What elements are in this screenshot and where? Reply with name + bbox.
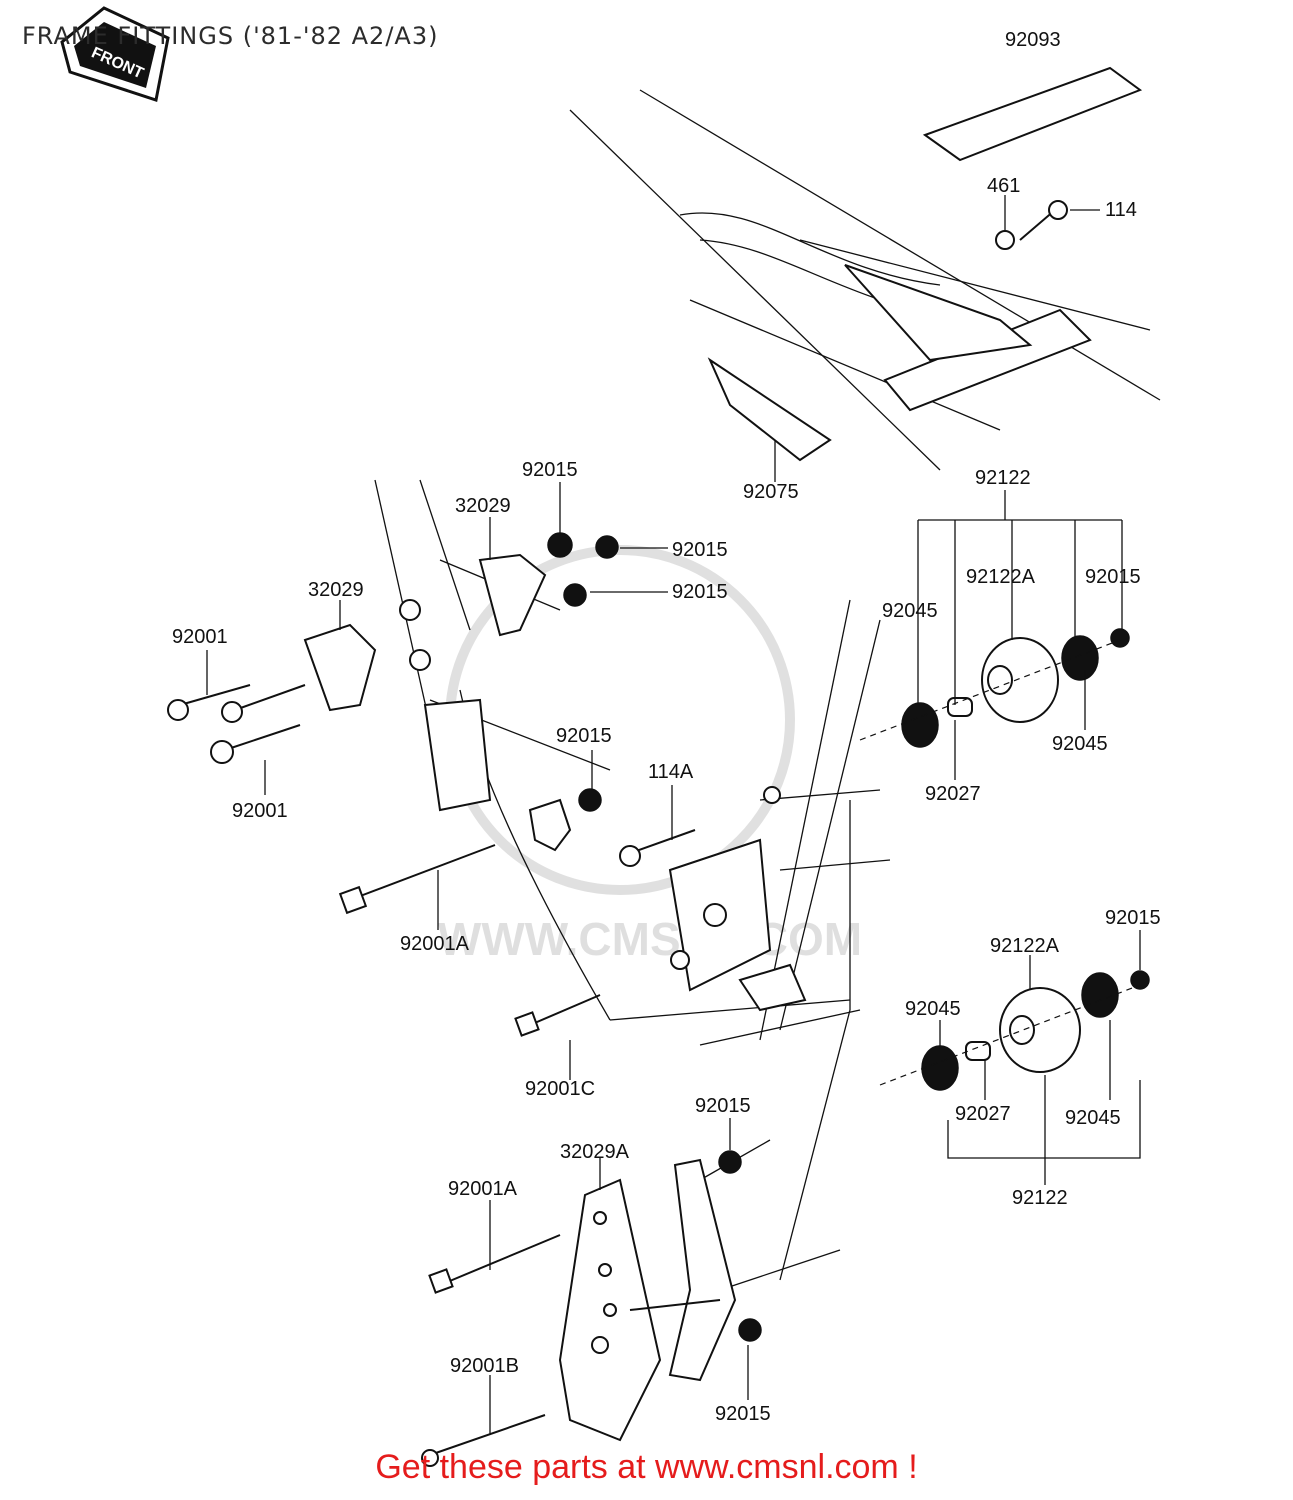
part-label: 92015 <box>695 1095 751 1117</box>
part-label: 32029A <box>560 1141 630 1163</box>
part-label: 92093 <box>1005 29 1061 51</box>
part-label: 92001B <box>450 1355 519 1377</box>
rubber-mounts <box>859 628 1150 1091</box>
page-title: FRAME FITTINGS ('81-'82 A2/A3) <box>22 22 439 50</box>
engine-mount-brackets <box>303 532 619 812</box>
part-label: 32029 <box>455 495 511 517</box>
part-label: 92015 <box>672 581 728 603</box>
part-label: 92045 <box>1052 733 1108 755</box>
bolts <box>167 684 696 1467</box>
part-label: 114A <box>648 761 694 783</box>
part-label: 92122 <box>1012 1187 1068 1209</box>
part-label: 92027 <box>955 1103 1011 1125</box>
part-label: 92015 <box>672 539 728 561</box>
part-labels: 92093 461 114 92075 92122 92015 32029 92… <box>172 29 1161 1425</box>
part-label: 92045 <box>905 998 961 1020</box>
part-label: 92001A <box>448 1178 518 1200</box>
footer-link-container: Get these parts at www.cmsnl.com ! <box>0 1448 1293 1487</box>
part-label: 92027 <box>925 783 981 805</box>
part-label: 92001 <box>172 626 228 648</box>
part-label: 92001 <box>232 800 288 822</box>
lower-bracket <box>558 1150 762 1442</box>
frame-gusset <box>528 786 807 1012</box>
watermark: WWW.CMSNL.COM <box>438 545 862 965</box>
part-label: 114 <box>1105 199 1137 221</box>
footer-link[interactable]: Get these parts at www.cmsnl.com ! <box>375 1448 918 1486</box>
part-label: 92122 <box>975 467 1031 489</box>
part-label: 92015 <box>1105 907 1161 929</box>
part-label: 92001C <box>525 1078 595 1100</box>
part-label: 92045 <box>1065 1107 1121 1129</box>
part-label: 32029 <box>308 579 364 601</box>
upper-parts <box>707 66 1143 462</box>
front-direction-badge: FRONT <box>60 6 170 102</box>
part-label: 92015 <box>522 459 578 481</box>
part-label: 92122A <box>990 935 1060 957</box>
frame-outline <box>374 89 1161 1291</box>
part-label: 92001A <box>400 933 470 955</box>
part-label: 92015 <box>1085 566 1141 588</box>
part-label: 461 <box>987 175 1020 197</box>
part-label: 92015 <box>715 1403 771 1425</box>
leader-lines <box>206 195 1141 1435</box>
part-label: 92075 <box>743 481 799 503</box>
part-label: 92045 <box>882 600 938 622</box>
part-label: 92015 <box>556 725 612 747</box>
watermark-text: WWW.CMSNL.COM <box>438 913 862 965</box>
part-label: 92122A <box>966 566 1036 588</box>
